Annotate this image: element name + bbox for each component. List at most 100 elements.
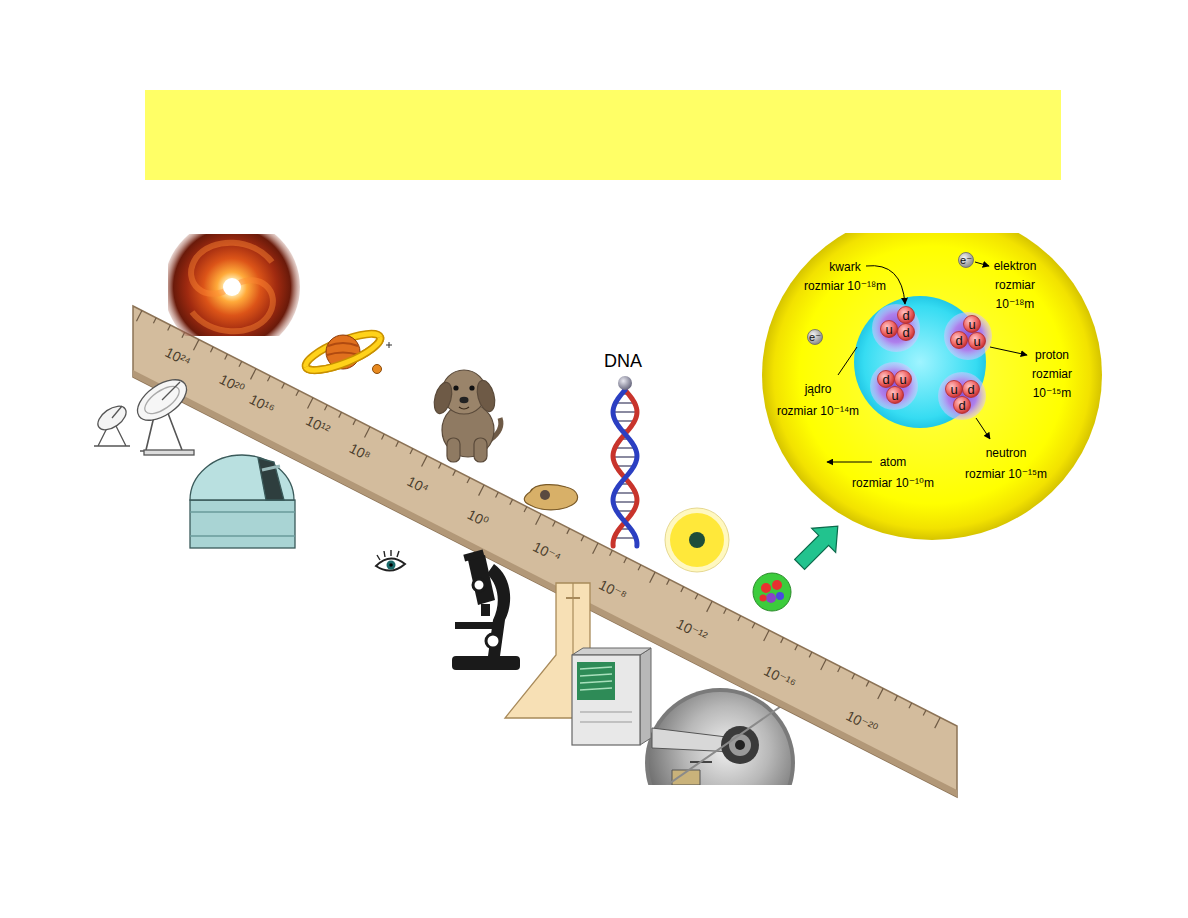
observatory-picture [258,458,284,500]
galaxy-picture [223,278,241,296]
label-anchor: 10⁴ [405,473,432,497]
nucleon-circle [944,312,992,360]
scale-ruler [153,318,156,323]
dog-picture [447,438,460,462]
galaxy-picture [168,234,300,336]
galaxy-picture [168,234,300,336]
label-anchor: kwark rozmiar 10⁻¹⁸m [804,258,886,296]
electron-circle: e⁻ [807,329,823,345]
scale-label: 10⁰ [465,506,491,530]
tunnel-photo [735,740,745,750]
label-anchor: jądro rozmiar 10⁻¹⁴m [777,378,859,422]
saturn-picture [302,327,384,377]
scale-ruler [866,681,869,686]
label-anchor: 10⁻⁴ [530,538,563,565]
dna-helix-picture [613,411,637,413]
quark-circle: d [953,396,971,414]
scale-label: 10⁻⁸ [597,576,630,603]
text-anchor: u [963,315,981,333]
dna-helix-picture [613,390,637,546]
scale-ruler [308,398,313,409]
label-anchor: 10⁻¹² [674,616,710,645]
text-anchor: d [877,370,895,388]
atom-picture [665,508,729,572]
computer-picture [577,662,615,700]
text-anchor: u [880,320,898,338]
nucleus-picture [772,580,782,590]
scale-ruler [935,717,940,728]
scale-ruler [553,521,556,526]
scale-ruler [479,485,484,496]
quark-circle [898,324,915,341]
quark-letter: u [899,373,906,386]
radio-telescope-picture [94,401,131,434]
quark-letter: u [973,335,980,348]
eye-symbol [376,550,405,571]
callout-label: proton rozmiar 10⁻¹⁵m [1032,345,1072,402]
label-anchor: neutron rozmiar 10⁻¹⁵m [965,443,1047,485]
quark-circle [878,371,895,388]
quark-letter: d [902,326,909,339]
label-anchor: 10⁻¹⁶ [761,662,798,691]
scale-label: 10⁸ [347,440,373,464]
quark-circle: u [945,380,963,398]
radio-telescope-picture [162,382,180,400]
leader-line [975,262,989,266]
leader-line [838,347,857,375]
observatory-picture [190,455,295,548]
zoom-arrow [788,514,850,576]
dna-helix-picture [613,390,637,546]
quark-circle [881,321,898,338]
atom-circle [762,210,1102,540]
text-line: rozmiar 10⁻¹⁸m [804,277,886,296]
quark-circle: u [886,386,904,404]
scale-ruler [325,405,328,410]
text-line: neutron [965,443,1047,464]
scale-ruler [365,427,370,438]
callout-label: kwark rozmiar 10⁻¹⁸m [804,258,886,296]
scale-ruler [610,550,613,555]
nucleus-picture [766,593,776,603]
scale-ruler [225,354,228,359]
scale-ruler [809,652,812,657]
eye-symbol [389,563,393,567]
scale-ruler [536,514,541,525]
dog-picture [431,370,501,462]
quark-circle: u [880,320,898,338]
nucleus-picture [760,595,767,602]
scale-ruler [795,645,798,650]
electron-circle: e⁻ [958,252,974,268]
dog-picture [460,397,469,403]
accelerator-picture [566,597,580,599]
scale-ruler [752,623,755,628]
scale-ruler [136,311,141,322]
leader-line [976,418,990,439]
label-anchor: 10¹² [303,412,332,438]
atom-label: atom rozmiar 10⁻¹⁰m [852,452,934,494]
scale-ruler [707,601,712,612]
scale-label: 10²⁴ [163,344,194,370]
nucleus-picture [776,592,784,600]
scale-ruler [439,463,442,468]
scale-ruler [168,325,171,330]
scale-ruler [724,608,727,613]
scale-ruler [496,492,499,497]
scale-ruler [909,703,912,708]
quark-letter: d [955,334,962,347]
radio-telescope-picture [112,406,122,418]
eye-symbol [387,561,396,570]
microscope-picture [481,604,490,616]
text-line: 10⁻¹⁵m [1032,383,1072,402]
callout-label: elektron rozmiar 10⁻¹⁸m [994,256,1037,313]
scale-ruler [567,529,570,534]
text-anchor: u [886,386,904,404]
microscope-picture [473,579,485,591]
label-anchor: elektron rozmiar 10⁻¹⁸m [994,256,1037,313]
quark-circle: d [897,323,915,341]
radio-telescope-picture [140,381,183,419]
scale-ruler [193,340,198,351]
eye-symbol [376,558,405,570]
scale-label: 10⁻⁴ [530,538,563,565]
